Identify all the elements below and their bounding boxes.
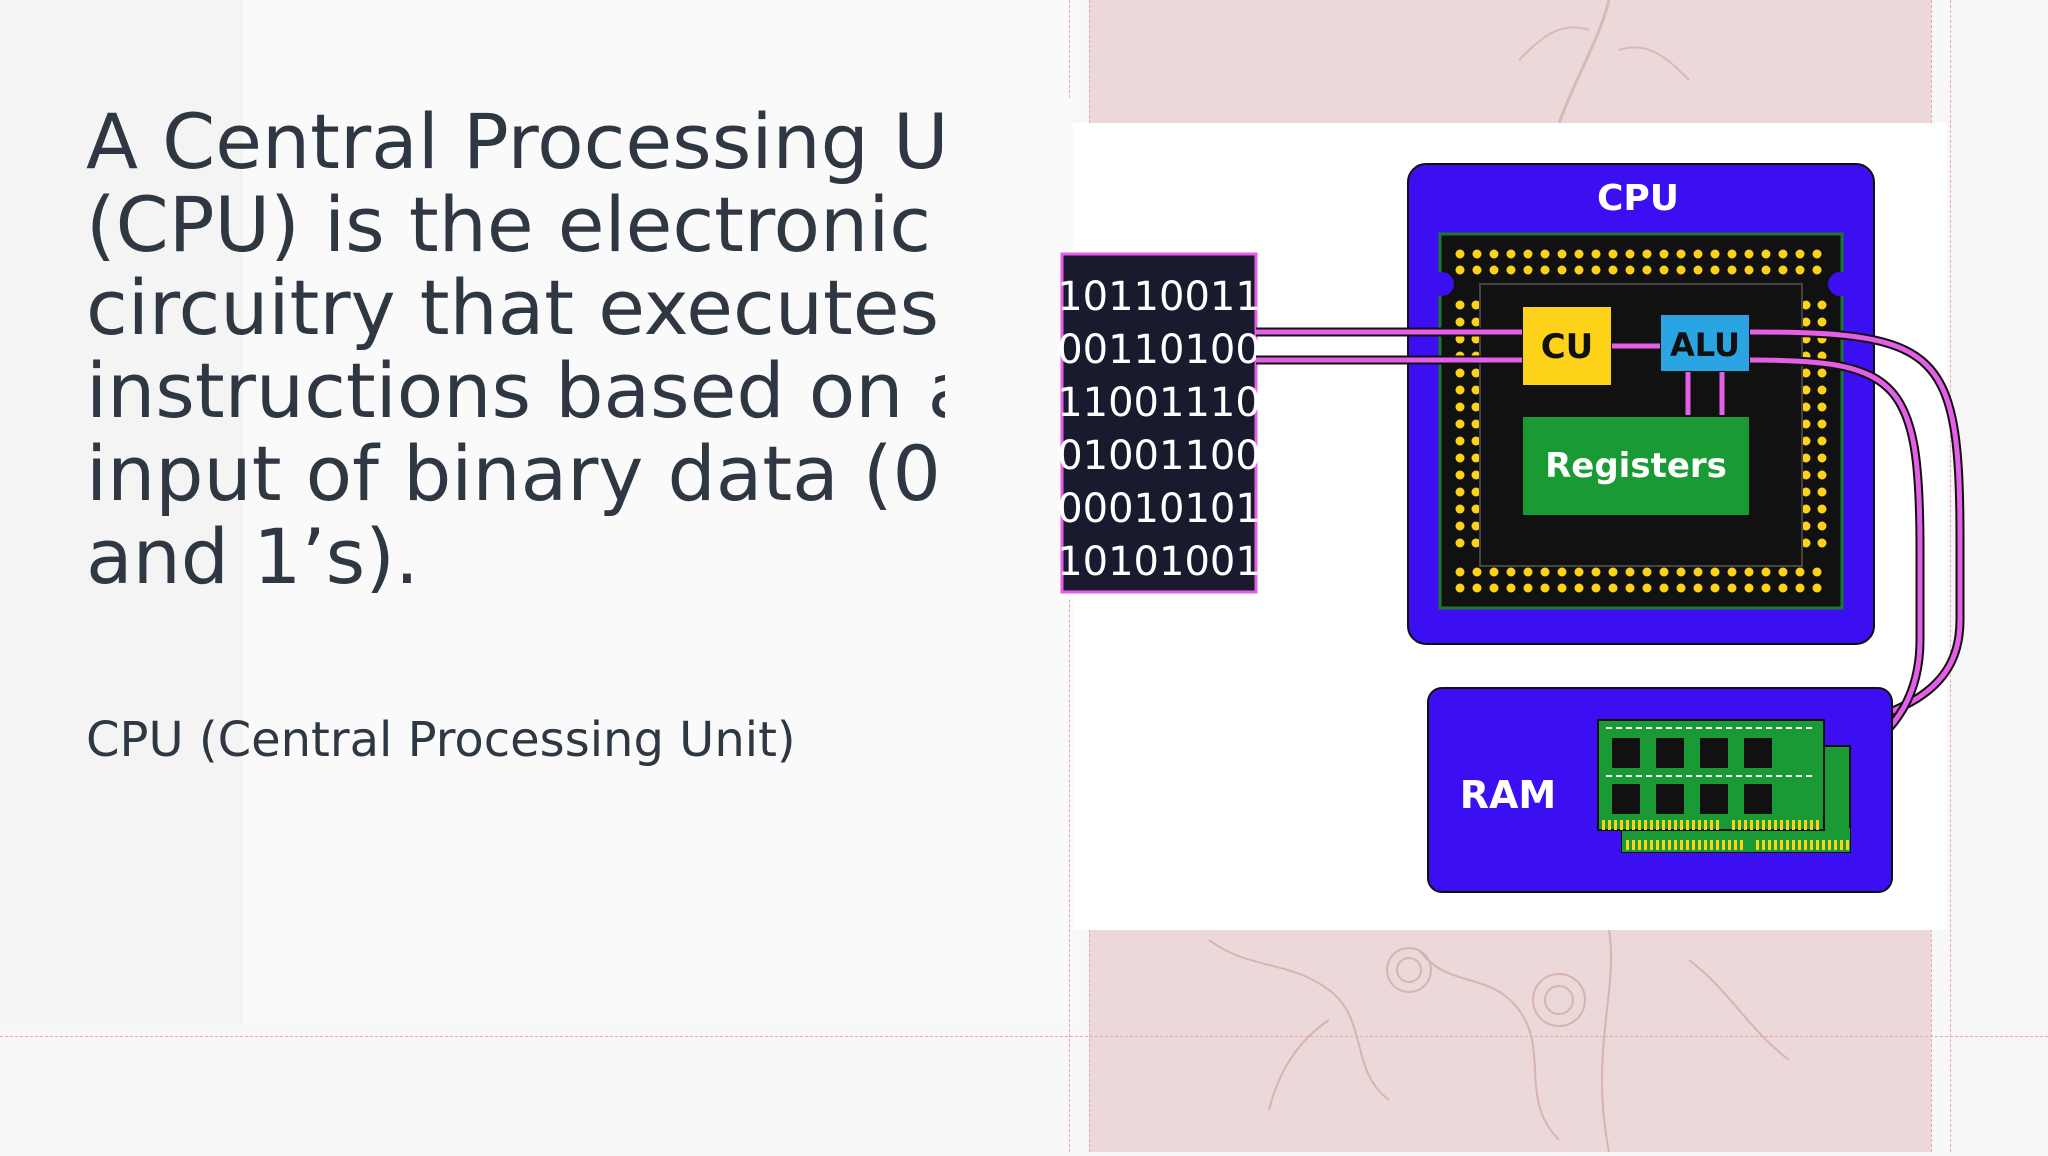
- headline-line: (CPU) is the electronic: [86, 180, 932, 269]
- headline-mask: [945, 100, 1073, 600]
- ram-label: RAM: [1460, 773, 1556, 817]
- cpu-label: CPU: [1597, 178, 1679, 219]
- left-panel: [0, 0, 243, 1024]
- registers-label: Registers: [1545, 446, 1727, 486]
- binary-lines: 10110011 00110100 11001110 01001100 0001…: [1057, 274, 1261, 585]
- right-strip: [1950, 0, 2048, 1152]
- content-panel: [243, 0, 1073, 1024]
- registers-box: [1521, 415, 1751, 517]
- slide-subtitle: CPU (Central Processing Unit): [86, 712, 796, 768]
- headline-container: A Central Processing Unit (CPU) is the e…: [86, 100, 986, 600]
- floral-decoration: [1518, 0, 1690, 124]
- binary-line: 01001100: [1057, 433, 1261, 479]
- headline-line: circuitry that executes: [86, 263, 940, 352]
- headline-line: and 1’s).: [86, 512, 420, 600]
- binary-line: 10110011: [1057, 274, 1261, 320]
- memory-stick: [1597, 719, 1825, 831]
- chip-pins: [1455, 249, 1827, 593]
- cpu-diagram: CPU CU ALU Registers 10110011 00110100 1…: [1057, 163, 1965, 893]
- cu-label: CU: [1541, 327, 1594, 367]
- chip-notch: [1430, 272, 1454, 296]
- binary-line: 00110100: [1057, 327, 1261, 373]
- cu-box: [1521, 305, 1613, 387]
- binary-line: 11001110: [1057, 380, 1261, 426]
- alu-box: [1659, 313, 1751, 373]
- floral-decoration-bottom: [1208, 929, 1790, 1153]
- guide-line-bottom: [0, 1036, 2048, 1037]
- headline-line: instructions based on an: [86, 346, 986, 435]
- chip-notch: [1828, 272, 1852, 296]
- guide-line-right-2: [1950, 0, 1951, 1152]
- headline-line: input of binary data (0’s: [86, 429, 986, 518]
- binary-line: 00010101: [1057, 486, 1261, 532]
- binary-line: 10101001: [1057, 539, 1261, 585]
- die-outline: [1479, 283, 1803, 567]
- headline-line: A Central Processing Unit: [86, 100, 986, 186]
- binary-input-box: [1060, 252, 1258, 594]
- pink-panel-bottom: [1089, 929, 1931, 1153]
- pink-panel-top: [1089, 0, 1931, 124]
- alu-ram-wires: [1749, 327, 1965, 764]
- binary-cu-wires: [1256, 327, 1522, 365]
- alu-label: ALU: [1670, 326, 1740, 364]
